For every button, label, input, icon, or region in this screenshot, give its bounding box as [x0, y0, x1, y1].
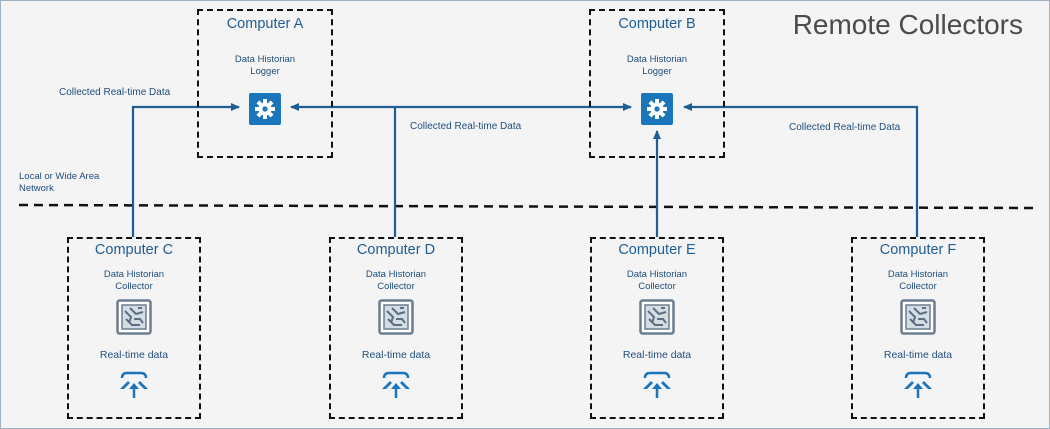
- circuit-icon: [900, 299, 936, 335]
- data-inflow-icon: [904, 371, 932, 398]
- computer-d-title: Computer D: [356, 242, 436, 258]
- computer-d-role-line2: Collector: [377, 281, 415, 292]
- circuit-icon: [116, 299, 152, 335]
- computer-d-role-line1: Data Historian: [365, 269, 427, 280]
- computer-b-title: Computer B: [618, 16, 696, 32]
- connector-c-to-a: [131, 103, 240, 237]
- computer-c-title: Computer C: [94, 242, 174, 258]
- computer-b-role-line1: Data Historian: [626, 54, 688, 65]
- computer-d-data-label: Real-time data: [361, 349, 431, 361]
- computer-b-role: Data Historian Logger: [591, 54, 723, 78]
- connector-f-to-b: [683, 103, 919, 237]
- computer-c-data-label: Real-time data: [99, 349, 169, 361]
- gear-icon: [641, 93, 673, 125]
- computer-e-role: Data Historian Collector: [592, 269, 722, 293]
- computer-a-role: Data Historian Logger: [199, 54, 331, 78]
- data-inflow-icon: [120, 371, 148, 398]
- page-title: Remote Collectors: [792, 9, 1023, 40]
- computer-b-role-line2: Logger: [642, 66, 672, 77]
- computer-b-box: Computer B Data Historian Logger: [589, 9, 725, 158]
- computer-f-role-line1: Data Historian: [887, 269, 949, 280]
- flow-label-f: Collected Real-time Data: [789, 122, 901, 133]
- data-inflow-icon: [382, 371, 410, 398]
- computer-f-box: Computer F Data Historian Collector Real…: [851, 237, 985, 419]
- computer-e-role-line2: Collector: [638, 281, 676, 292]
- flow-label-c: Collected Real-time Data: [59, 87, 171, 98]
- data-inflow-icon: [643, 371, 671, 398]
- circuit-icon: [639, 299, 675, 335]
- computer-c-role-line1: Data Historian: [103, 269, 165, 280]
- computer-f-role-line2: Collector: [899, 281, 937, 292]
- network-label: Local or Wide Area Network: [19, 171, 129, 195]
- computer-e-data-label: Real-time data: [622, 349, 692, 361]
- computer-a-box: Computer A Data Historian Logger: [197, 9, 333, 158]
- computer-f-data-label: Real-time data: [883, 349, 953, 361]
- computer-e-title: Computer E: [618, 242, 696, 258]
- network-label-line1: Local or Wide Area: [19, 171, 100, 182]
- gear-icon: [249, 93, 281, 125]
- computer-a-title: Computer A: [226, 16, 304, 32]
- computer-a-role-line1: Data Historian: [234, 54, 296, 65]
- network-boundary-line: [18, 203, 1034, 210]
- computer-e-box: Computer E Data Historian Collector Real…: [590, 237, 724, 419]
- computer-c-box: Computer C Data Historian Collector Real…: [67, 237, 201, 419]
- computer-c-role-line2: Collector: [115, 281, 153, 292]
- computer-c-role: Data Historian Collector: [69, 269, 199, 293]
- computer-f-title: Computer F: [879, 242, 957, 258]
- computer-a-role-line2: Logger: [250, 66, 280, 77]
- computer-f-role: Data Historian Collector: [853, 269, 983, 293]
- computer-d-role: Data Historian Collector: [331, 269, 461, 293]
- network-label-line2: Network: [19, 183, 54, 194]
- flow-label-d: Collected Real-time Data: [410, 121, 522, 132]
- computer-e-role-line1: Data Historian: [626, 269, 688, 280]
- computer-d-box: Computer D Data Historian Collector Real…: [329, 237, 463, 419]
- circuit-icon: [378, 299, 414, 335]
